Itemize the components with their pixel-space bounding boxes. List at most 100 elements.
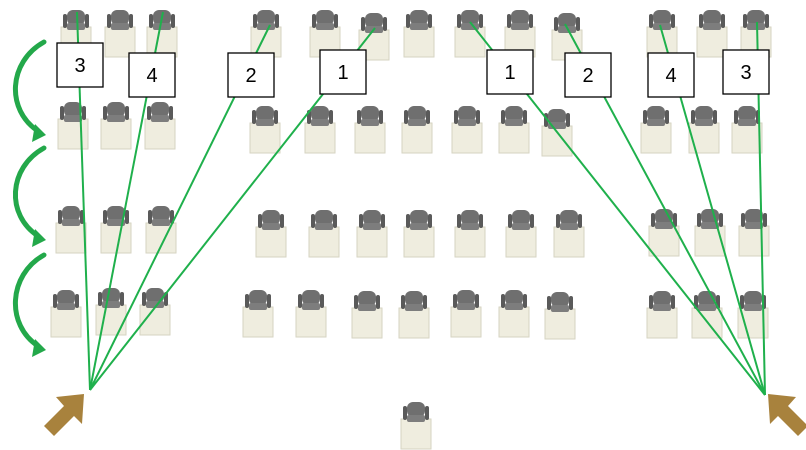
desk-icon [304,122,336,154]
seat [505,210,537,258]
desk-icon [454,26,486,58]
seat [242,290,274,338]
desk-icon [398,307,430,339]
seat [255,210,287,258]
rotation-arrows-layer [13,39,47,357]
desk-icon [454,226,486,258]
label-text: 1 [504,62,515,84]
seat [648,209,680,257]
chair-icon [354,291,380,311]
chair-icon [406,210,432,230]
chair-icon [253,10,279,30]
label-box-left-2: 4 [128,52,176,98]
desk-icon [145,222,177,254]
seat [450,290,482,338]
desk-icon [144,118,176,150]
label-box-right-3: 4 [647,52,695,98]
seat [403,210,435,258]
chair-icon [406,10,432,30]
chair-icon [649,10,675,30]
desk-icon [498,306,530,338]
chair-icon [60,102,86,122]
desk-icon [100,222,132,254]
seat [731,106,763,154]
chair-icon [245,290,271,310]
chair-icon [501,290,527,310]
curved-arrow-icon [13,145,47,247]
seat [100,206,132,254]
chair-icon [556,210,582,230]
seats-layer [50,10,772,450]
desk-icon [403,226,435,258]
desk-icon [308,226,340,258]
pointer-arrow-icon [44,394,84,436]
pointer-arrow-icon [768,394,806,436]
seat [688,106,720,154]
label-box-right-4: 3 [722,49,770,95]
seat [95,288,127,336]
chair-icon [651,209,677,229]
chair-icon [649,291,675,311]
desk-icon [400,418,432,450]
chair-icon [357,106,383,126]
label-text: 3 [740,62,751,84]
desk-icon [648,225,680,257]
desk-icon [640,122,672,154]
desk-icon [242,306,274,338]
chair-icon [741,209,767,229]
chair-icon [457,10,483,30]
seat [308,210,340,258]
desk-icon [646,307,678,339]
chair-icon [58,206,84,226]
desk-icon [553,226,585,258]
desk-icon [403,26,435,58]
label-text: 1 [337,62,348,84]
chair-icon [107,10,133,30]
chair-icon [734,106,760,126]
chair-icon [507,10,533,30]
seat [144,102,176,150]
chair-icon [403,402,429,422]
label-box-left-1: 3 [56,42,104,88]
desk-icon [401,122,433,154]
seat [295,290,327,338]
chair-icon [53,290,79,310]
desk-icon [356,226,388,258]
seat [640,106,672,154]
curved-arrow-icon [13,252,47,357]
chair-icon [148,206,174,226]
seat [498,290,530,338]
chair-icon [307,106,333,126]
seat [104,10,136,58]
seat [451,106,483,154]
seat [358,13,390,61]
chair-icon [103,102,129,122]
chair-icon [98,288,124,308]
chair-icon [457,210,483,230]
desk-icon [544,308,576,340]
chair-icon [401,291,427,311]
desk-icon [688,122,720,154]
chair-icon [547,292,573,312]
chair-icon [252,106,278,126]
label-text: 2 [245,65,256,87]
chair-icon [258,210,284,230]
chair-icon [404,106,430,126]
seat [738,209,770,257]
desk-icon [738,225,770,257]
curved-arrow-icon [13,39,47,142]
chair-icon [453,290,479,310]
seat [691,291,723,339]
chair-icon [298,290,324,310]
seat [249,106,281,154]
seat [356,210,388,258]
seat [454,10,486,58]
desk-icon [450,306,482,338]
seat [498,106,530,154]
desk-icon [57,118,89,150]
seat [100,102,132,150]
label-box-left-4: 1 [319,49,367,95]
desk-icon [295,306,327,338]
seat [400,402,432,450]
